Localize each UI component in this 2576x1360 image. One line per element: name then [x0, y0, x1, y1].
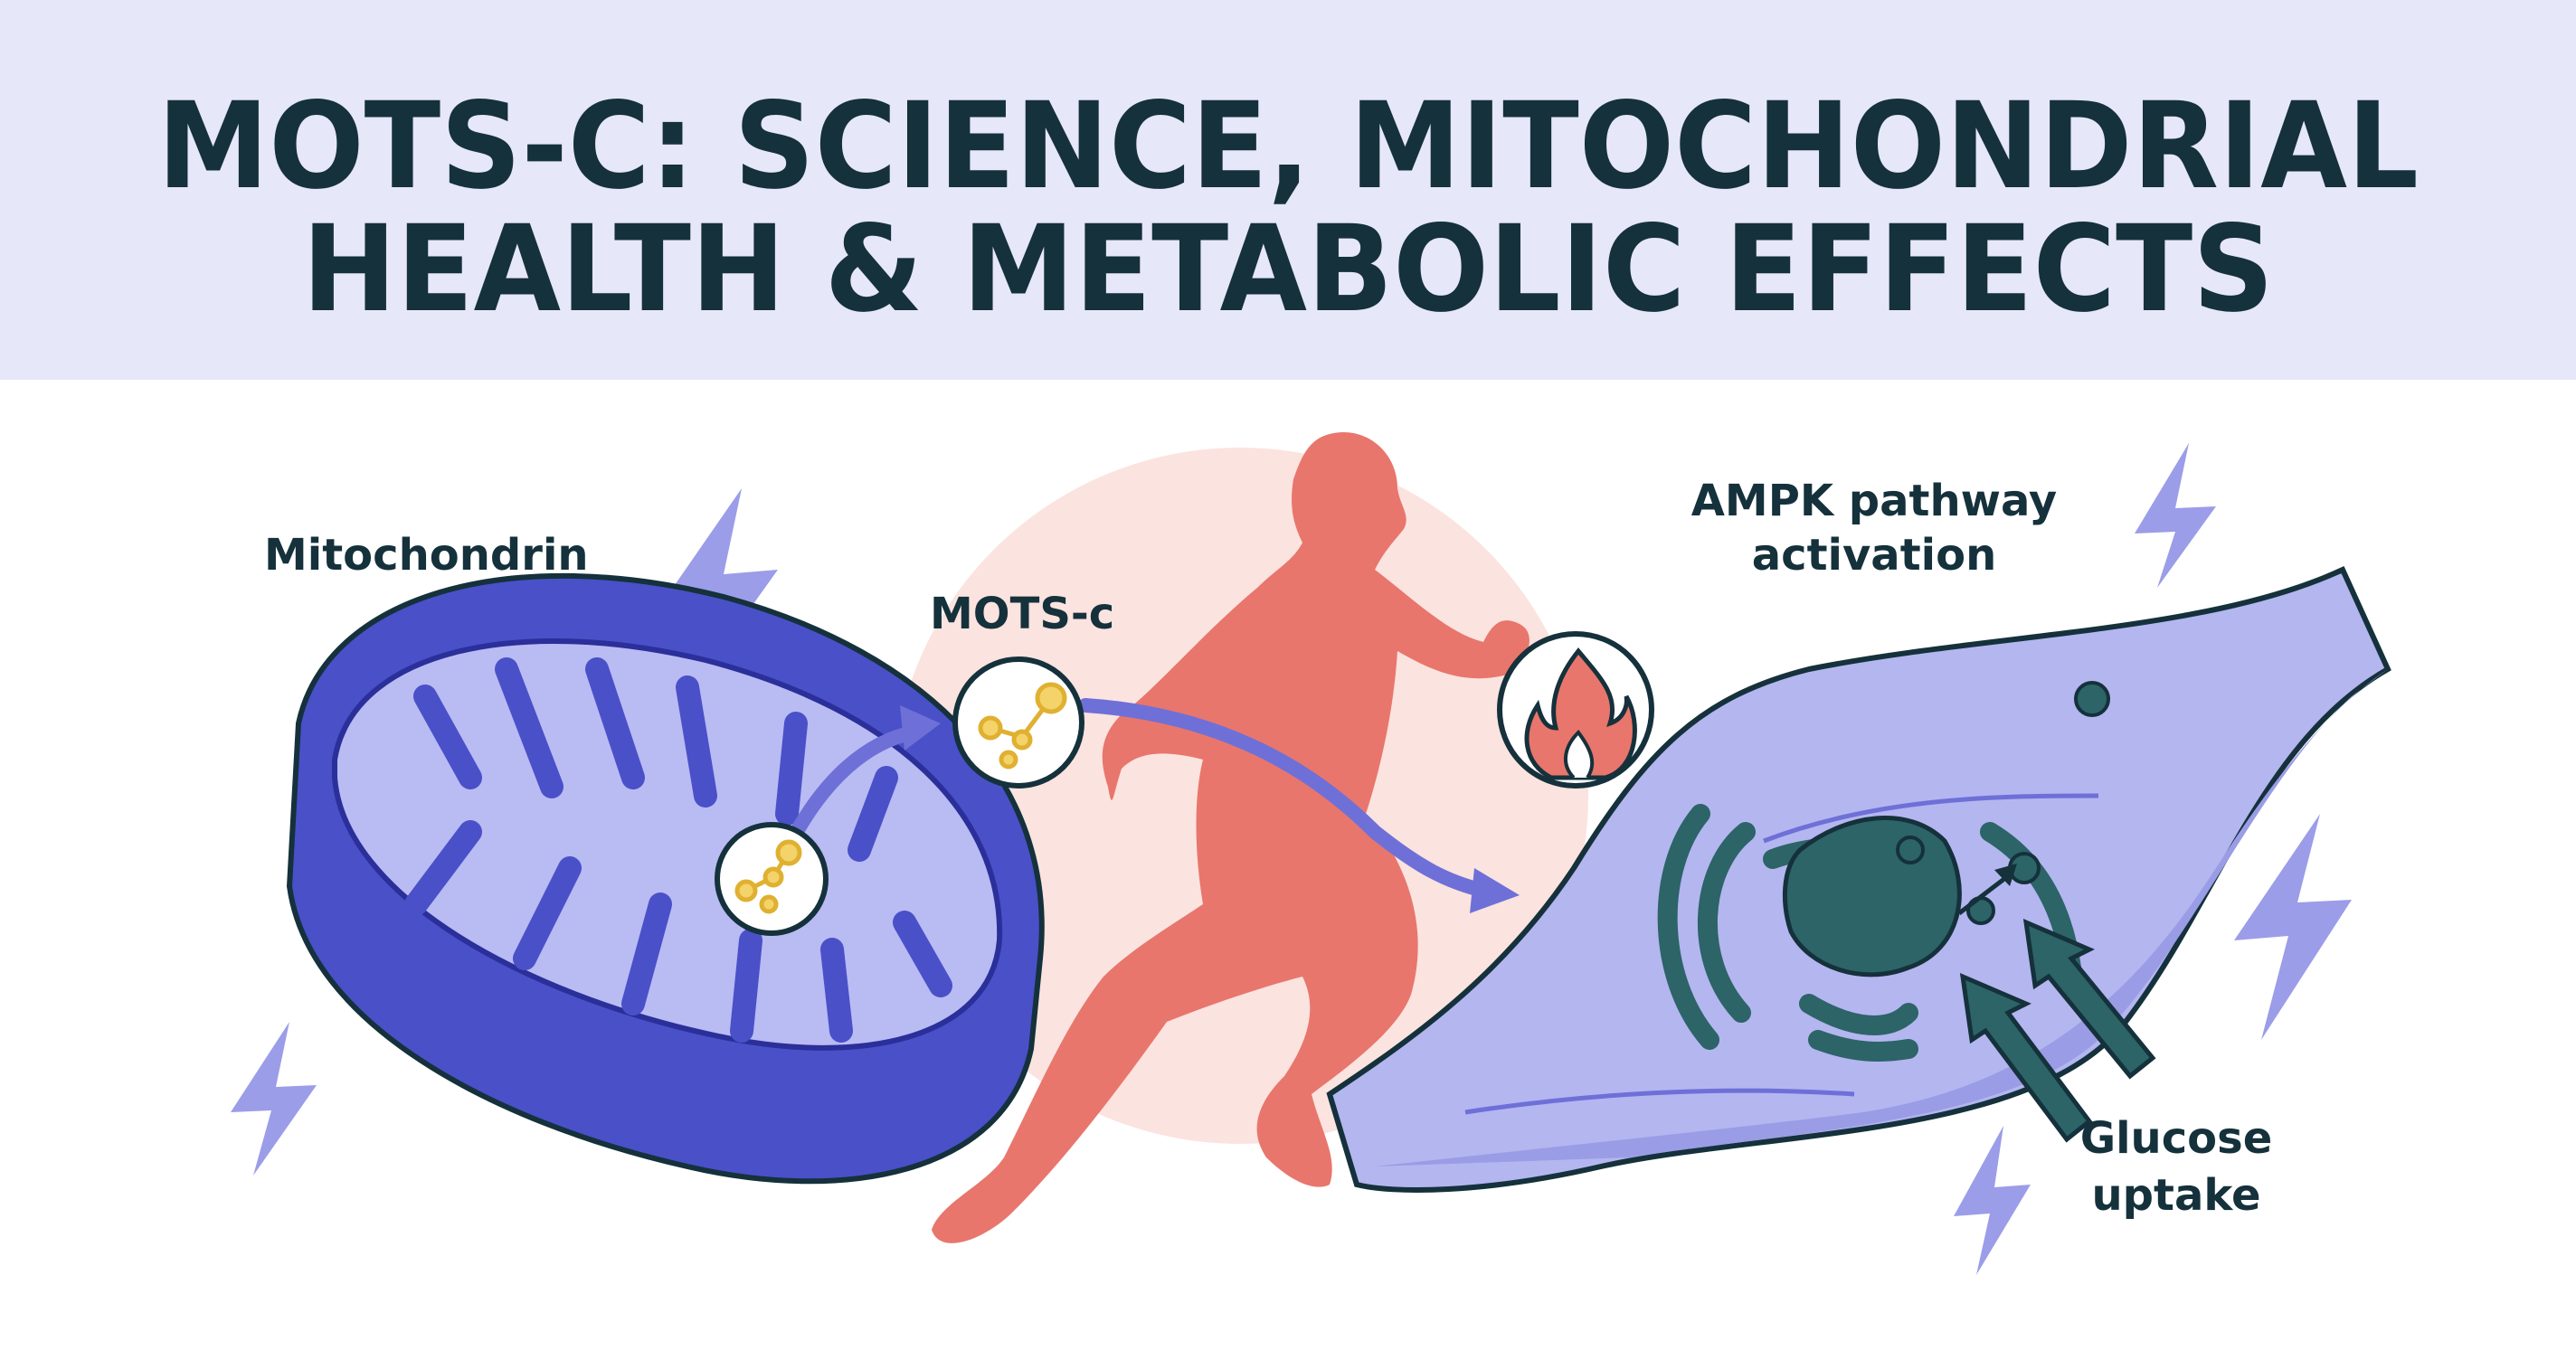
title-line-1: MOTS-C: SCIENCE, MITOCHONDRIAL [157, 77, 2419, 216]
label-mitochondrion: Mitochondrin [264, 530, 589, 581]
title-line-2: HEALTH & METABOLIC EFFECTS [302, 200, 2274, 339]
lightning-icon [2234, 814, 2352, 1040]
label-mots-c: MOTS-c [930, 589, 1114, 639]
nucleus [1782, 816, 1962, 978]
lightning-icons [231, 443, 2352, 1275]
muscle-cell [1326, 566, 2391, 1193]
header-band [0, 0, 2576, 380]
label-glucose-line2: uptake [2091, 1170, 2260, 1221]
flow-arrows [780, 698, 1491, 898]
molecule-icon [952, 656, 1084, 789]
label-ampk-line1: AMPK pathway [1691, 476, 2057, 526]
runner-figure [932, 432, 1530, 1243]
lightning-icon [2135, 443, 2216, 588]
molecule-icon [715, 822, 829, 936]
label-glucose-line1: Glucose [2080, 1113, 2273, 1164]
lightning-icon [231, 1022, 317, 1176]
lightning-icon [1954, 1126, 2031, 1275]
mitochondrion [286, 572, 1045, 1185]
glucose-arrows [1959, 918, 2156, 1143]
flame-icon [1497, 631, 1654, 789]
label-ampk-line2: activation [1752, 530, 1996, 581]
lightning-icon [660, 488, 778, 696]
